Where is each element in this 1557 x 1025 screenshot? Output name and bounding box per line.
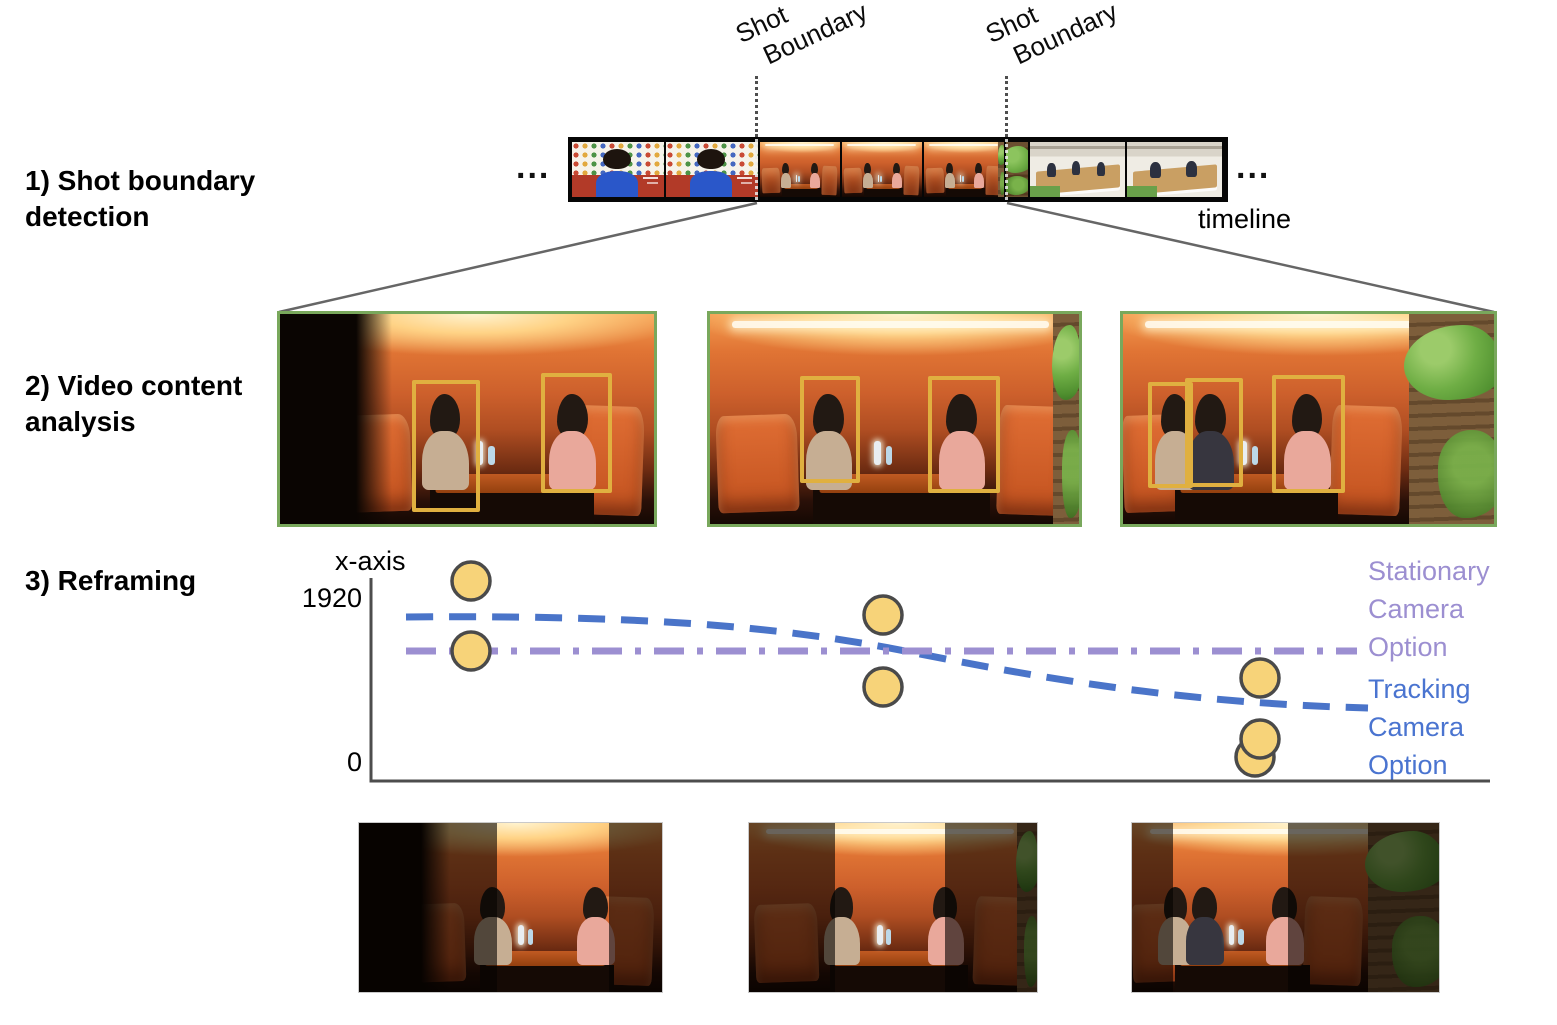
dots-wall bbox=[666, 142, 758, 175]
booth-scene bbox=[760, 142, 840, 197]
strip-thumbnail-office-1 bbox=[1030, 142, 1125, 197]
chart-axis-title: x-axis bbox=[335, 546, 406, 576]
reframed-frame-1 bbox=[358, 822, 663, 993]
legend-tracking-line1: Tracking bbox=[1368, 674, 1471, 704]
detection-dot bbox=[1239, 657, 1281, 699]
detection-dot bbox=[450, 630, 492, 672]
analysis-frame-2 bbox=[707, 311, 1082, 527]
bounding-box bbox=[541, 373, 612, 493]
legend-tracking-line2: Camera bbox=[1368, 712, 1465, 742]
strip-thumbnail-booth-3 bbox=[924, 142, 1004, 197]
y-min-tick: 0 bbox=[346, 747, 362, 777]
step1-heading: 1) Shot boundary detection bbox=[25, 163, 255, 235]
bounding-box bbox=[1185, 378, 1243, 487]
timeline-ellipsis-left: ... bbox=[516, 148, 551, 186]
chart-axes bbox=[369, 578, 1490, 783]
reframed-frame-2 bbox=[748, 822, 1038, 993]
booth-scene bbox=[842, 142, 922, 197]
speaker-hair bbox=[603, 148, 631, 170]
legend-tracking-line3: Option bbox=[1368, 750, 1448, 780]
dim-overlay bbox=[1287, 823, 1439, 992]
shot-boundary-label-1: Shot Boundary bbox=[731, 0, 873, 78]
bounding-box bbox=[1148, 382, 1193, 488]
speaker-shirt bbox=[595, 170, 639, 197]
speaker-hair bbox=[697, 148, 725, 170]
legend-tracking: Tracking Camera Option bbox=[1368, 670, 1471, 784]
legend-stationary-line3: Option bbox=[1368, 632, 1448, 662]
bounding-box bbox=[1272, 375, 1345, 493]
caption-line bbox=[642, 177, 658, 180]
analysis-frame-3 bbox=[1120, 311, 1497, 527]
legend-stationary-line1: Stationary bbox=[1368, 556, 1490, 586]
dim-overlay bbox=[359, 823, 498, 992]
shot-boundary-label-2: Shot Boundary bbox=[981, 0, 1123, 78]
legend-stationary: Stationary Camera Option bbox=[1368, 552, 1490, 666]
shot-boundary-line-2-strip bbox=[1005, 139, 1008, 200]
reframed-frame-3 bbox=[1131, 822, 1440, 993]
shot-boundary-line-2 bbox=[1005, 76, 1008, 137]
bounding-box bbox=[412, 380, 480, 512]
step2-heading-line2: analysis bbox=[25, 406, 136, 437]
detection-dot bbox=[1234, 736, 1276, 778]
strip-thumbnail-plant-sliver bbox=[1006, 142, 1028, 197]
step1-heading-line1: 1) Shot boundary bbox=[25, 165, 256, 196]
booth-scene bbox=[924, 142, 1004, 197]
analysis-frame-1 bbox=[277, 311, 657, 527]
booth-scene bbox=[710, 314, 1079, 524]
step1-heading-line2: detection bbox=[25, 201, 150, 232]
strip-thumbnail-talkinghead-1 bbox=[572, 142, 664, 197]
tracking-camera-line bbox=[405, 613, 1369, 712]
detection-dot bbox=[450, 560, 492, 602]
step2-heading: 2) Video content analysis bbox=[25, 368, 242, 440]
step2-heading-line1: 2) Video content bbox=[25, 370, 243, 401]
detection-dot bbox=[862, 666, 904, 708]
detection-dot bbox=[862, 594, 904, 636]
step3-heading-line: 3) Reframing bbox=[25, 565, 197, 596]
bounding-box bbox=[928, 376, 1000, 493]
legend-stationary-line2: Camera bbox=[1368, 594, 1465, 624]
strip-thumbnail-booth-1 bbox=[760, 142, 840, 197]
connector-line-left bbox=[278, 201, 758, 314]
bounding-box bbox=[800, 376, 860, 483]
strip-thumbnail-talkinghead-2 bbox=[666, 142, 758, 197]
film-strip bbox=[568, 137, 1228, 202]
caption-line bbox=[736, 177, 752, 180]
caption-line bbox=[646, 181, 658, 184]
shot-boundary-line-1 bbox=[755, 76, 758, 137]
detection-dot bbox=[1239, 718, 1281, 760]
timeline-ellipsis-right: ... bbox=[1236, 148, 1271, 186]
step3-heading: 3) Reframing bbox=[25, 563, 196, 599]
dim-overlay bbox=[609, 823, 662, 992]
speaker-shirt bbox=[689, 170, 733, 197]
y-max-tick: 1920 bbox=[301, 583, 362, 613]
timeline-label: timeline bbox=[1198, 204, 1292, 234]
dim-overlay bbox=[749, 823, 836, 992]
dim-overlay bbox=[1132, 823, 1173, 992]
strip-thumbnail-booth-2 bbox=[842, 142, 922, 197]
caption-line bbox=[740, 181, 752, 184]
dim-overlay bbox=[944, 823, 1037, 992]
strip-thumbnail-office-2 bbox=[1127, 142, 1222, 197]
shot-boundary-line-1-strip bbox=[755, 139, 758, 200]
